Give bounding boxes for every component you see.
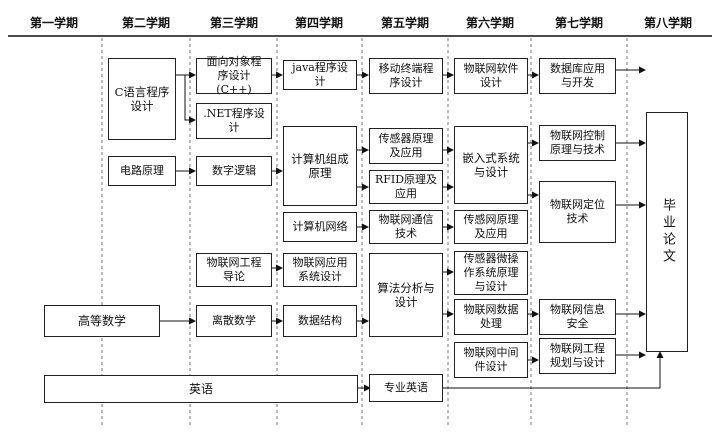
course-database: 数据库应用 与开发 [539, 58, 616, 94]
arrow-profeng-thesis [443, 351, 664, 389]
course-rfid: RFID原理及 应用 [369, 170, 443, 204]
semester-6-label: 第六学期 [465, 16, 514, 30]
course-mobile-dev: 移动终端程 序设计 [369, 58, 443, 94]
semester-2-label: 第二学期 [121, 16, 170, 30]
course-java: java程序设计 [283, 60, 357, 90]
arrow-c-dotnet [184, 75, 196, 124]
course-digital-logic: 数字逻辑 [196, 156, 272, 186]
course-iot-control: 物联网控制 原理与技术 [539, 125, 616, 161]
semester-8-label: 第八学期 [643, 16, 692, 30]
semester-3-label: 第三学期 [209, 16, 258, 30]
course-iot-location: 物联网定位 技术 [539, 181, 616, 243]
course-iot-security: 物联网信息 安全 [539, 299, 616, 335]
semester-4-label: 第四学期 [294, 16, 343, 30]
course-advanced-math: 高等数学 [44, 305, 160, 337]
course-graduation-thesis: 毕业论文 [646, 112, 688, 352]
course-iot-intro: 物联网工程 导论 [196, 253, 272, 287]
course-iot-communication: 物联网通信 技术 [369, 210, 443, 244]
semester-5-label: 第五学期 [380, 16, 429, 30]
course-oop-cpp: 面向对象程 序设计(C++) [196, 55, 272, 96]
course-iot-software: 物联网软件 设计 [454, 58, 528, 94]
course-computer-network: 计算机网络 [283, 212, 357, 242]
course-sensor-network: 传感网原理 及应用 [454, 210, 528, 244]
course-iot-app-design: 物联网应用 系统设计 [283, 253, 357, 287]
semester-7-label: 第七学期 [554, 16, 603, 30]
course-english: 英语 [44, 375, 358, 403]
column-dividers [101, 38, 628, 428]
course-discrete-math: 离散数学 [196, 305, 272, 337]
course-sensor-micro-os: 传感器微操 作系统原理 与设计 [454, 251, 528, 295]
course-c-language: C语言程序 设计 [108, 58, 176, 140]
course-computer-organization: 计算机组成 原理 [283, 126, 357, 206]
course-sensor-principle: 传感器原理 及应用 [369, 128, 443, 164]
course-professional-english: 专业英语 [369, 374, 443, 402]
course-iot-middleware: 物联网中间 件设计 [454, 342, 528, 378]
course-data-structure: 数据结构 [283, 305, 357, 337]
course-algorithm: 算法分析与 设计 [369, 253, 443, 337]
course-embedded-system: 嵌入式系统 与设计 [454, 126, 528, 204]
course-iot-data-processing: 物联网数据 处理 [454, 299, 528, 335]
course-circuit-principles: 电路原理 [108, 156, 176, 186]
arrows [160, 66, 664, 392]
course-iot-engineering: 物联网工程 规划与设计 [539, 338, 616, 374]
course-dotnet: .NET程序设 计 [196, 103, 272, 139]
semester-1-label: 第一学期 [29, 16, 78, 30]
